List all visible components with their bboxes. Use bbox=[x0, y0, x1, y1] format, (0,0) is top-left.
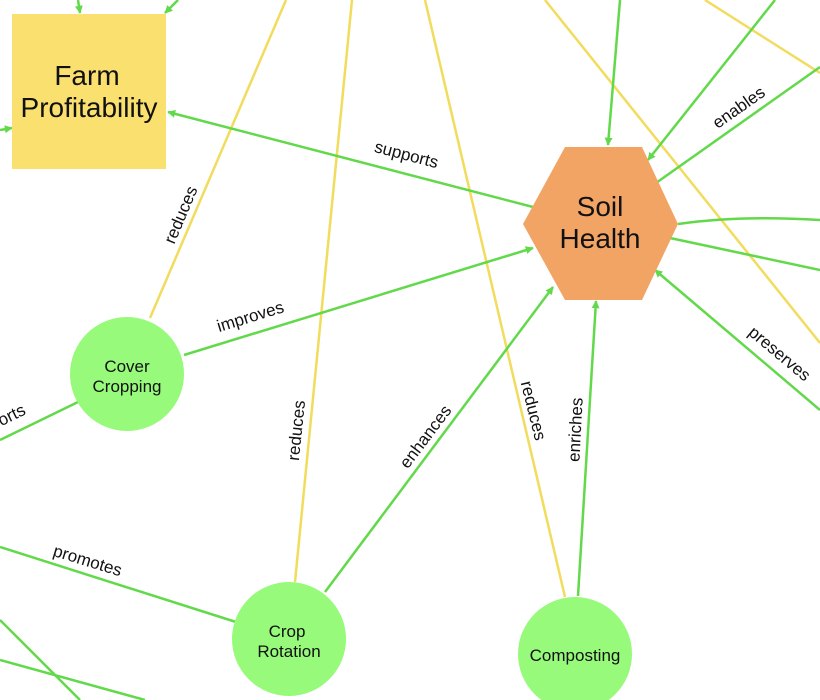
edge-improves bbox=[183, 246, 534, 357]
edge-green-to-farm-top-2 bbox=[164, 0, 179, 14]
node-farm-profitability-label-line2: Profitability bbox=[21, 92, 158, 123]
node-cover-cropping-label-line2: Cropping bbox=[93, 377, 162, 396]
yellow-edges bbox=[148, 0, 820, 598]
node-crop-rotation-label-line2: Rotation bbox=[257, 642, 320, 661]
node-soil-health-label-line1: Soil bbox=[577, 191, 624, 222]
edge-green-bottom-left-2 bbox=[0, 658, 146, 700]
edge-label-enhances: enhances bbox=[396, 402, 456, 472]
edge-reduces-composting bbox=[423, 0, 567, 598]
edge-label-enriches: enriches bbox=[564, 397, 586, 462]
node-crop-rotation-shape bbox=[232, 582, 346, 696]
node-soil-health-label-line2: Health bbox=[560, 223, 641, 254]
edge-orts bbox=[0, 400, 79, 442]
edge-green-bottom-left-1 bbox=[0, 619, 81, 700]
edge-reduces-cover-cropping bbox=[148, 0, 288, 319]
node-soil-health-shape bbox=[523, 147, 678, 300]
node-soil-health[interactable]: Soil Health bbox=[523, 147, 678, 300]
edge-green-right-1 bbox=[677, 216, 820, 226]
node-crop-rotation[interactable]: Crop Rotation bbox=[232, 582, 346, 696]
node-crop-rotation-label-line1: Crop bbox=[269, 622, 306, 641]
node-farm-profitability[interactable]: Farm Profitability bbox=[12, 14, 166, 169]
edge-yellow-offscreen-2 bbox=[704, 0, 820, 75]
edge-green-to-farm-left bbox=[0, 125, 13, 134]
node-cover-cropping-label-line1: Cover bbox=[104, 357, 150, 376]
edge-label-reduces-rotation: reduces bbox=[284, 399, 309, 461]
edge-label-improves: improves bbox=[215, 298, 287, 336]
edge-green-topright-to-soil bbox=[647, 0, 776, 161]
node-composting-shape bbox=[518, 597, 632, 700]
node-farm-profitability-shape bbox=[12, 14, 166, 169]
edge-enables bbox=[655, 65, 820, 185]
edge-yellow-offscreen-1 bbox=[544, 0, 820, 344]
edge-promotes bbox=[0, 545, 237, 624]
node-farm-profitability-label-line1: Farm bbox=[54, 60, 119, 91]
edge-label-orts: orts bbox=[0, 400, 28, 430]
node-composting-label: Composting bbox=[530, 646, 621, 665]
node-composting[interactable]: Composting bbox=[518, 597, 632, 700]
edge-supports-soil-to-farm bbox=[167, 109, 534, 209]
node-cover-cropping[interactable]: Cover Cropping bbox=[70, 317, 184, 431]
edge-enhances bbox=[323, 286, 555, 593]
edge-green-right-2 bbox=[669, 236, 820, 272]
edge-green-top-to-soil bbox=[604, 0, 622, 146]
edge-preserves bbox=[654, 269, 820, 411]
edge-enriches bbox=[576, 300, 600, 597]
node-cover-cropping-shape bbox=[70, 317, 184, 431]
edge-reduces-crop-rotation bbox=[293, 0, 354, 583]
edge-green-to-farm-top-1 bbox=[74, 0, 83, 14]
